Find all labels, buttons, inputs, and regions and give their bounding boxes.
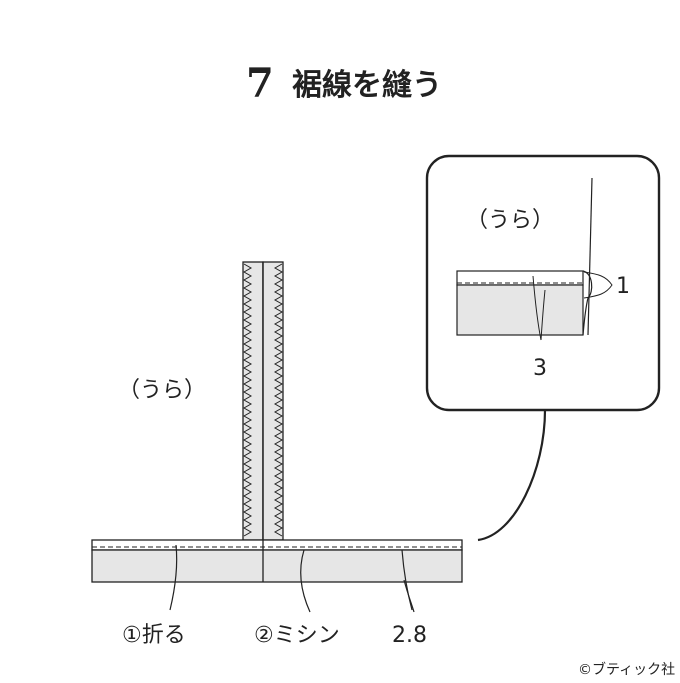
detail-fabric-line xyxy=(587,177,593,336)
overlock-stitch-left xyxy=(242,263,253,537)
detail-wrong-side-label: （うら） xyxy=(466,208,554,233)
fold-leader xyxy=(169,544,178,611)
step-title: 裾線を縫う xyxy=(292,68,442,103)
hem-band xyxy=(91,539,463,583)
detail-leader-3a xyxy=(532,275,542,341)
copyright-text: ©ブティック社 xyxy=(578,661,675,678)
detail-callout: （うら） 1 3 xyxy=(425,154,661,412)
hem-fold-strip xyxy=(91,539,463,551)
detail-leader-3b xyxy=(540,289,546,341)
callout-connector xyxy=(477,409,547,542)
detail-hem-allowance xyxy=(456,284,584,336)
sew-label: ②ミシン xyxy=(254,623,340,648)
leader-lines xyxy=(169,544,415,613)
measure-leader-b xyxy=(403,579,415,613)
detail-measure-1-label: 1 xyxy=(616,274,630,299)
detail-measure-brace-1 xyxy=(583,271,613,299)
fold-label: ①折る xyxy=(122,623,186,648)
detail-measure-3-label: 3 xyxy=(533,356,547,381)
sew-leader xyxy=(300,549,311,613)
step-number: 7 xyxy=(246,60,274,107)
wrong-side-label: （うら） xyxy=(118,378,206,403)
overlock-stitch-right xyxy=(273,263,284,537)
measure-leader-a xyxy=(401,549,413,611)
hem-allowance xyxy=(91,549,463,583)
vertical-seam xyxy=(242,261,284,582)
measure-label: 2.8 xyxy=(392,623,427,648)
